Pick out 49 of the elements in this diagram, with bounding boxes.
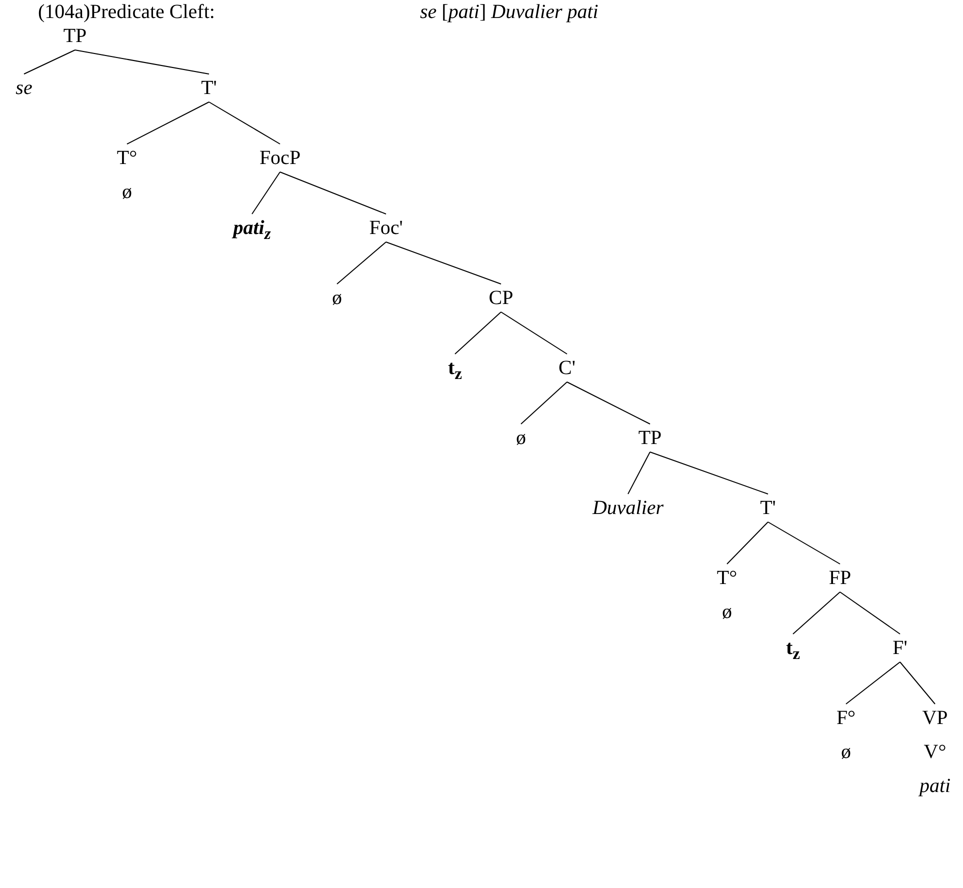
- title: Predicate Cleft:: [90, 0, 215, 24]
- tree-label: se: [16, 76, 32, 100]
- tree-branch: [454, 312, 502, 354]
- tree-label: ø: [841, 740, 851, 764]
- tree-branch: [840, 592, 900, 634]
- tree-branch: [628, 452, 650, 494]
- tree-branch: [252, 172, 280, 214]
- tree-label: t$_{z}$: [786, 636, 800, 665]
- tree-branch: [126, 102, 210, 144]
- tree-branch: [846, 662, 900, 704]
- tree-branch: [386, 242, 502, 284]
- tree-label: V°: [924, 740, 946, 764]
- tree-label: F°: [836, 706, 856, 730]
- tree-branch: [208, 102, 280, 144]
- tree-branch: [768, 522, 840, 564]
- tree-branch: [792, 592, 840, 634]
- tree-branch: [336, 242, 386, 284]
- tree-branch: [500, 312, 568, 354]
- tree-label: T': [760, 496, 776, 520]
- tree-label: ø: [516, 426, 526, 450]
- tree-label: C': [558, 356, 576, 380]
- tree-label: F': [892, 636, 908, 660]
- example-number: (104a): [38, 0, 90, 24]
- tree-label: FP: [828, 566, 852, 590]
- tree-label: Foc': [369, 216, 403, 240]
- tree-label: ø: [122, 180, 132, 204]
- tree-label: FocP: [259, 146, 301, 170]
- tree-label: t$_{z}$: [448, 356, 462, 385]
- tree-branch: [650, 452, 768, 494]
- tree-label: T°: [116, 146, 138, 170]
- tree-label: CP: [488, 286, 514, 310]
- tree-label: T': [201, 76, 217, 100]
- tree-label: T°: [716, 566, 738, 590]
- tree-branch: [24, 50, 76, 74]
- tree-label: ø: [722, 600, 732, 624]
- tree-label: VP: [922, 706, 948, 730]
- tree-label: ø: [332, 286, 342, 310]
- example-sentence: se [pati] Duvalier pati: [420, 0, 598, 24]
- tree-branch: [280, 172, 386, 214]
- tree-branch: [900, 662, 936, 704]
- tree-branch: [566, 382, 650, 424]
- tree-label: TP: [63, 24, 87, 48]
- tree-label: TP: [638, 426, 662, 450]
- tree-label: pati$_{z}$: [233, 216, 271, 245]
- tree-branch: [726, 522, 768, 564]
- tree-label: Duvalier: [592, 496, 664, 520]
- tree-branch: [74, 50, 210, 74]
- tree-label: pati: [919, 774, 951, 798]
- tree-branch: [520, 382, 568, 424]
